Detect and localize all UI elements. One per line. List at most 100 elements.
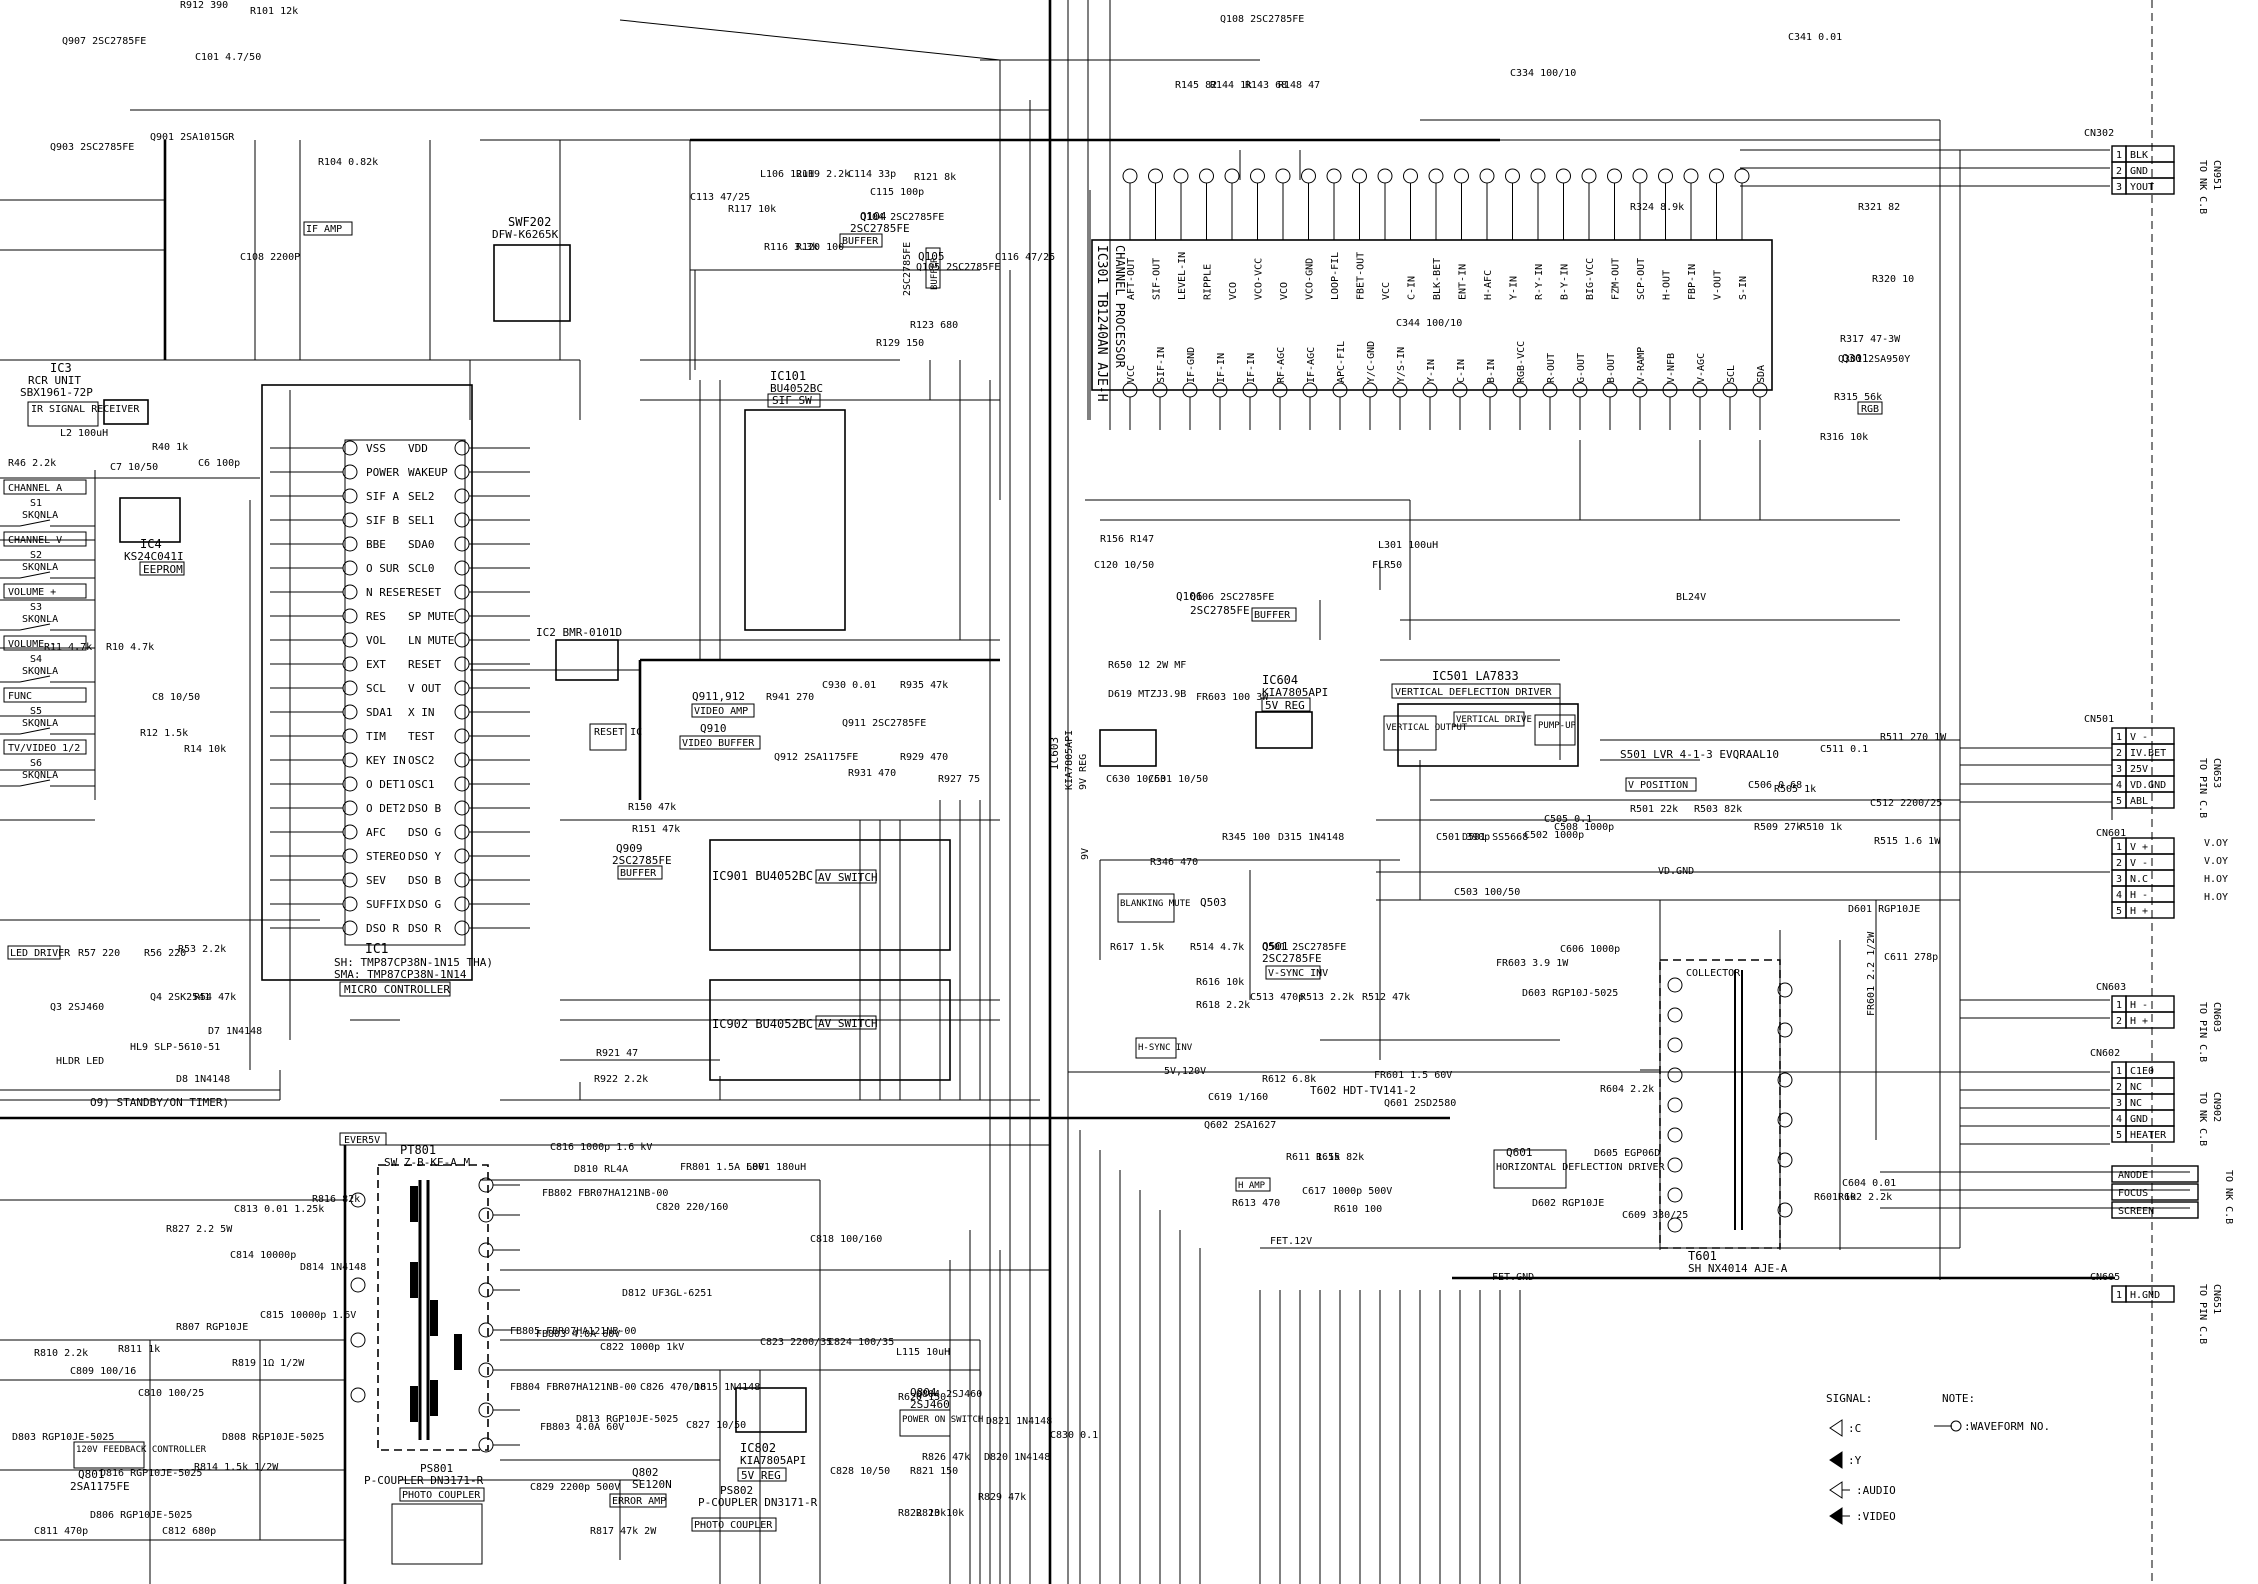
cn302-pin-label: YOUT [2130,182,2154,193]
cn601-pin-number: 4 [2116,890,2122,901]
t601-pin [1777,982,1793,998]
component-label: Q912 2SA1175FE [774,752,858,763]
component-label: C814 10000p [230,1250,296,1261]
component-label: C810 100/25 [138,1388,204,1399]
ic1-right-pin-label: DSO B [408,802,441,815]
t601-pin [1667,1007,1683,1023]
ic301-top-pin-label: H-OUT [1662,270,1673,300]
ic301-top-pin [1173,168,1189,184]
ps802-title: PS802 [720,1484,753,1497]
q106-title: Q106 [1176,590,1203,603]
ic604-part: KIA7805API [1262,686,1328,699]
component-label: C508 1000p [1554,822,1614,833]
ic301-top-pin [1581,168,1597,184]
component-label: Q901 2SA1015GR [150,132,235,143]
key-part: SKQNLA [22,510,58,521]
component-label: R156 R147 [1100,534,1154,545]
component-label: D820 1N4148 [984,1452,1050,1463]
ic1-right-pin-label: SEL2 [408,490,435,503]
ic2-title: IC2 BMR-0101D [536,626,622,639]
ic301-top-pin-label: C-IN [1407,276,1418,300]
cn501-pin-label: ABL [2130,796,2148,807]
component-label: R618 2.2k [1196,1000,1250,1011]
ic301-bottom-pin-label: Y/S-IN [1396,347,1407,383]
component-label: C341 0.01 [1788,32,1842,43]
ic301-bottom-pin-label: Y/C-GND [1366,341,1377,383]
component-label: C822 1000p 1kV [600,1342,684,1353]
component-label: D619 MTZJ3.9B [1108,689,1186,700]
cn302-title: CN302 [2084,128,2114,139]
ic301-bottom-pin-label: B-OUT [1606,353,1617,383]
ic1-right-pin-label: DSO B [408,874,441,887]
ic1-left-pin-label: STEREO [366,850,406,863]
component-label: R810 2.2k [34,1348,88,1359]
cn605-pin-label: H.GND [2130,1290,2160,1301]
cn302-pin-label-box [2125,177,2175,195]
component-label: R11 4.7k [44,642,92,653]
pt801-pin [478,1362,494,1378]
component-label: C619 1/160 [1208,1092,1268,1103]
ic1-left-pin-label: RES [366,610,386,623]
ic1-left-pin-label: SCL [366,682,386,695]
cn605-destination: TO PIN C.B [2197,1284,2208,1344]
component-label: C930 0.01 [822,680,876,691]
ic1-left-pin-label: TIM [366,730,386,743]
component-label: C113 47/25 [690,192,750,203]
ic301-bottom-pin-label: V-NFB [1666,353,1677,383]
component-label: R610 100 [1334,1204,1382,1215]
component-label: C512 2200/25 [1870,798,1942,809]
audio-signal-icon [1829,1481,1843,1499]
ic1-left-pin-label: VSS [366,442,386,455]
cn501-pin-number: 1 [2116,732,2122,743]
legend-signal-title: SIGNAL: [1826,1392,1872,1405]
cn501-pin-label: 25V [2130,764,2148,775]
key-label: VOLUME - [8,639,56,650]
ic501-tag: VERTICAL DEFLECTION DRIVER [1395,687,1553,698]
component-label: C344 100/10 [1396,318,1462,329]
legend: SIGNAL: NOTE: :C :Y :AUDIO :VIDEO :WAVEF… [1826,1392,2050,1525]
ic604-block: IC604 KIA7805API 5V REG [1255,673,1328,749]
q502-tag: H-SYNC INV [1138,1043,1193,1053]
component-label: R324 8.9k [1630,202,1684,213]
component-label: R616 10k [1196,977,1244,988]
ic301-bottom-pin-label: B-IN [1486,359,1497,383]
q503-title: Q503 [1200,896,1227,909]
ic301-top-pin [1403,168,1418,184]
component-label: C630 10/50 [1106,774,1166,785]
crt-pin-box [2111,1165,2199,1183]
ic301-top-pin-label: SIF-OUT [1152,258,1163,300]
ic301-top-pin [1530,168,1546,184]
ic2-block: IC2 BMR-0101D RESET IC [536,626,642,751]
crt-pin-box [2111,1201,2199,1219]
component-label: C115 100p [870,187,924,198]
cn601-title: CN601 [2096,828,2126,839]
pt801-pin [478,1322,494,1338]
ic301-bottom-pin-label: Y-IN [1426,359,1437,383]
cn603-pin-label: H + [2130,1016,2148,1027]
ic1-right-pin-label: DSO G [408,898,441,911]
s501-note: S501 LVR 4-1-3 EVQRAAL10 [1620,748,1779,761]
component-label: R922 2.2k [594,1074,648,1085]
ic1-tag: MICRO CONTROLLER [344,983,450,996]
component-label: D7 1N4148 [208,1026,262,1037]
key-label: CHANNEL A [8,483,62,494]
legend-item-c: :C [1848,1422,1861,1435]
cn601-pin-label-box [2125,901,2175,919]
q301-title: Q301 [1842,352,1869,365]
cn302-pin-label: BLK [2130,150,2148,161]
component-label: R320 10 [1872,274,1914,285]
ic1-right-pin-label: X IN [408,706,435,719]
component-label: L301 100uH [1378,540,1438,551]
component-label: R827 2.2 5W [166,1224,233,1235]
wiring-layer [0,0,2190,1584]
t601-part: SH NX4014 AJE-A [1688,1262,1788,1275]
component-label: R10 4.7k [106,642,154,653]
component-label: L2 100uH [60,428,108,439]
ic1-right-pin-label: WAKEUP [408,466,448,479]
key-label: CHANNEL V [8,535,62,546]
